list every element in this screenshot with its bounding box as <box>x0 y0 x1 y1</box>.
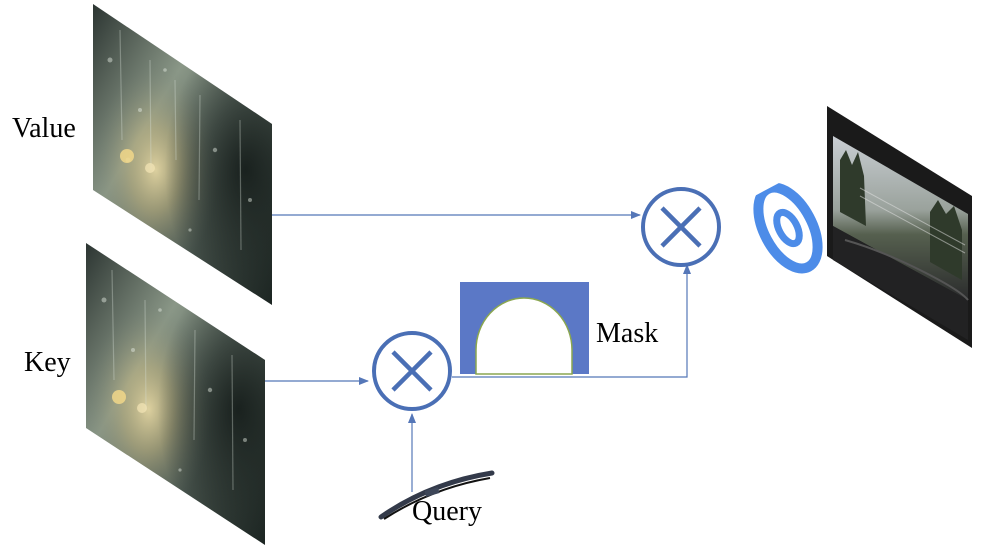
value-label: Value <box>12 113 76 144</box>
mask-shape <box>460 282 589 375</box>
mask-to-multiply-arrow <box>452 264 691 378</box>
key-image <box>86 243 265 545</box>
query-label: Query <box>412 496 482 527</box>
eye-icon <box>740 166 823 274</box>
windshield-wiper-icon <box>378 470 495 520</box>
mask-label: Mask <box>596 318 658 349</box>
circled-times-icon <box>641 187 721 267</box>
circled-times-icon <box>372 331 452 411</box>
output-image <box>827 106 972 348</box>
key-label: Key <box>24 347 71 378</box>
value-image <box>93 4 272 305</box>
